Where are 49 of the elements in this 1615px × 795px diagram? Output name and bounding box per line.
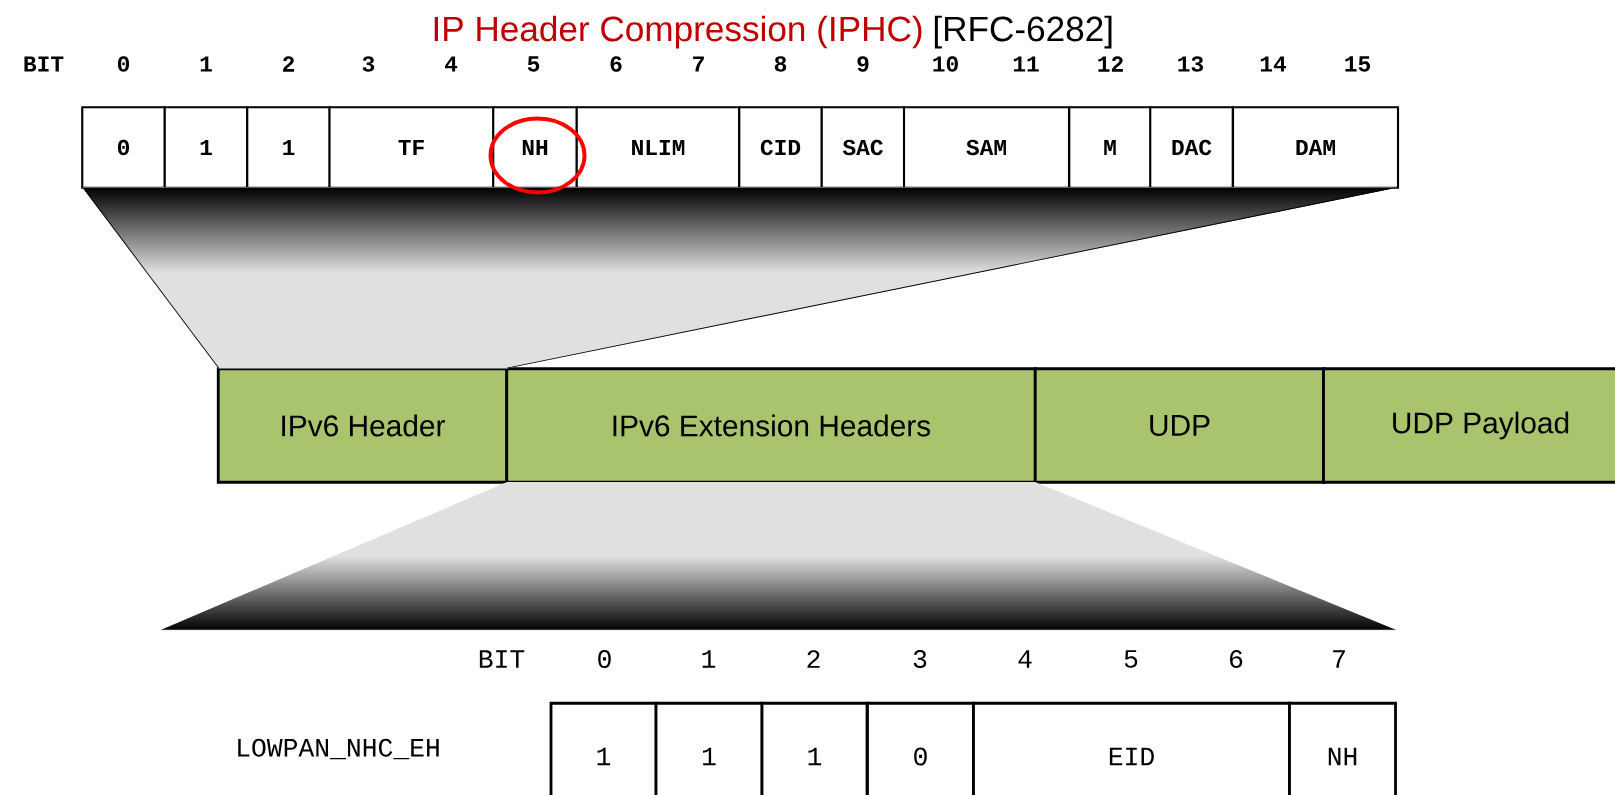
bit-field-cell: 1 (246, 106, 331, 189)
bit-number: 1 (200, 56, 212, 72)
bit-number: 14 (1260, 56, 1287, 72)
bit-number: 2 (807, 650, 820, 668)
bit-field-cell: NH (1288, 701, 1397, 795)
header-name-label: LOWPAN_NHC_EH (238, 738, 439, 760)
bit-field-cell: NH (492, 106, 578, 189)
bit-number: 4 (1018, 650, 1032, 668)
packet-segment: IPv6 Extension Headers (505, 367, 1037, 484)
bit-number: 10 (933, 56, 958, 72)
bit-number: 4 (444, 56, 458, 72)
bit-number: BIT (24, 56, 64, 72)
bit-number: 11 (1013, 56, 1039, 72)
bit-number: BIT (479, 650, 525, 668)
reference-label: [RFC-6282] (934, 15, 1112, 49)
title: IP Header Compression (IPHC) (434, 15, 922, 49)
bit-number: 7 (693, 56, 704, 72)
bit-field-cell: SAC (820, 106, 906, 189)
bit-field-cell: 1 (163, 106, 249, 189)
bit-field-cell: DAC (1149, 106, 1234, 189)
bit-number: 3 (913, 650, 927, 668)
bit-number: 13 (1178, 56, 1204, 72)
bit-number: 12 (1098, 56, 1123, 72)
packet-segment: UDP Payload (1322, 367, 1615, 484)
bit-number: 3 (362, 56, 375, 72)
bit-field-cell: 0 (866, 701, 975, 795)
packet-segment: UDP (1033, 367, 1326, 484)
bit-field-cell: NLIM (575, 106, 741, 189)
bit-number: 9 (857, 56, 869, 72)
bit-field-cell: M (1068, 106, 1152, 189)
bit-number: 7 (1333, 650, 1345, 668)
bit-number: 0 (117, 56, 130, 72)
bit-field-cell: 1 (654, 701, 764, 795)
bit-number: 0 (598, 650, 611, 668)
bit-field-cell: 1 (549, 701, 658, 795)
bit-number: 5 (527, 56, 540, 72)
bit-number: 6 (610, 56, 622, 72)
bit-number: 5 (1124, 650, 1138, 668)
bit-number: 8 (774, 56, 787, 72)
bit-field-cell: DAM (1231, 106, 1400, 189)
bit-field-cell: 1 (760, 701, 869, 795)
bit-number: 15 (1345, 56, 1371, 72)
bit-field-cell: TF (328, 106, 495, 189)
bit-field-cell: 0 (81, 106, 166, 189)
bit-number: 2 (283, 56, 295, 72)
packet-segment: IPv6 Header (216, 367, 509, 484)
bit-field-cell: CID (738, 106, 823, 189)
bit-number: 1 (702, 650, 716, 668)
bit-number: 6 (1230, 650, 1243, 668)
